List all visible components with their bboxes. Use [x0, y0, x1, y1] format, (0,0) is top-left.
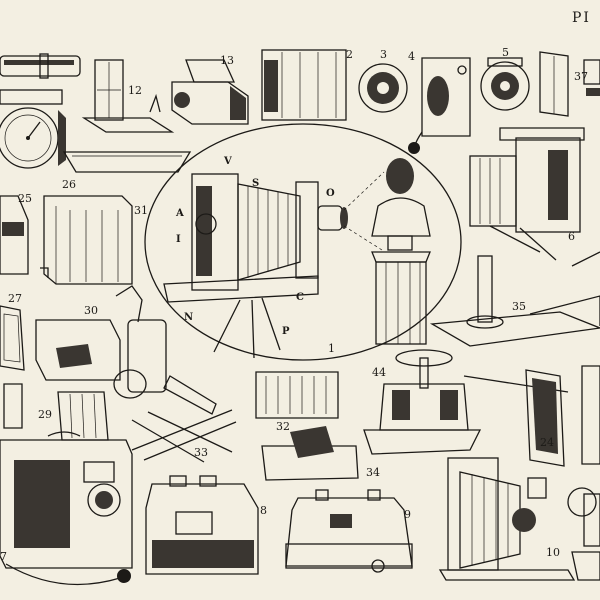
main-camera-scene: [144, 123, 462, 361]
field-camera-illustration: [469, 127, 585, 261]
plate-title: PI: [572, 10, 591, 26]
iris-diaphragm-illustration: [358, 63, 408, 113]
reflex-camera-illustration: [145, 475, 259, 575]
plate-box-illustration: [35, 285, 167, 399]
figure-number-27: 27: [8, 292, 22, 305]
washing-tank-illustration: [40, 195, 133, 285]
retouching-stand-illustration: [429, 255, 600, 347]
letter-P: P: [282, 326, 290, 337]
stereo-camera-illustration: [285, 489, 413, 573]
figure-number-25: 25: [18, 192, 32, 205]
letter-A: A: [175, 208, 184, 219]
lens-tube-illustration: [0, 53, 81, 79]
letter-S: S: [252, 178, 259, 189]
folding-camera-illustration: [438, 457, 576, 581]
plate-rack-illustration: [255, 371, 339, 419]
figure-number-31: 31: [134, 204, 148, 217]
letter-C: C: [296, 292, 304, 303]
figure-number-37: 37: [574, 70, 588, 83]
drying-rack-illustration: [131, 375, 237, 463]
letter-N: N: [184, 312, 193, 323]
negative-frame-illustration: [0, 305, 25, 371]
figure-number-2: 2: [346, 48, 353, 61]
figure-number-24: 24: [540, 436, 554, 449]
figure-number-1: 1: [328, 342, 335, 355]
figure-number-32: 32: [276, 420, 290, 433]
clamp-illustration: [3, 383, 23, 429]
figure-number-26: 26: [62, 178, 76, 191]
figure-number-4: 4: [408, 50, 415, 63]
folding-plate-illustration: [581, 365, 600, 465]
hand-camera-illustration: [0, 431, 133, 586]
figure-number-6: 6: [568, 230, 575, 243]
figure-number-5: 5: [502, 46, 509, 59]
exposure-meter-illustration: [0, 89, 66, 169]
letter-V: V: [223, 156, 232, 167]
box-camera-illustration: [171, 59, 249, 125]
figure-number-8: 8: [260, 504, 267, 517]
figure-number-13: 13: [220, 54, 234, 67]
lens-assembly-illustration: [261, 49, 347, 121]
shutter-with-bulb-illustration: [408, 57, 471, 154]
figure-number-7: 7: [0, 550, 7, 563]
developing-tray-illustration: [62, 151, 192, 173]
contact-printing-frame-illustration: [463, 369, 569, 467]
figure-number-44: 44: [372, 366, 386, 379]
figure-number-35: 35: [512, 300, 526, 313]
letter-O: O: [326, 188, 335, 199]
figure-number-12: 12: [128, 84, 142, 97]
rotary-shutter-illustration: [480, 57, 530, 111]
focusing-rod-illustration: [571, 251, 600, 267]
copying-press-illustration: [363, 349, 482, 455]
printing-frame-press-illustration: [261, 426, 359, 481]
plate-holder-frame-illustration: [81, 59, 175, 133]
figure-number-34: 34: [366, 466, 380, 479]
figure-number-9: 9: [404, 508, 411, 521]
figure-number-30: 30: [84, 304, 98, 317]
tripod-head-illustration: [583, 59, 600, 96]
plate-rack-small-illustration: [57, 391, 109, 441]
ground-glass-panel-illustration: [539, 51, 569, 117]
cinematograph-illustration: [567, 487, 600, 581]
printing-frame-illustration: [0, 195, 29, 275]
letter-I: I: [176, 234, 181, 245]
figure-number-33: 33: [194, 446, 208, 459]
figure-number-3: 3: [380, 48, 387, 61]
figure-number-29: 29: [38, 408, 52, 421]
figure-number-10: 10: [546, 546, 560, 559]
